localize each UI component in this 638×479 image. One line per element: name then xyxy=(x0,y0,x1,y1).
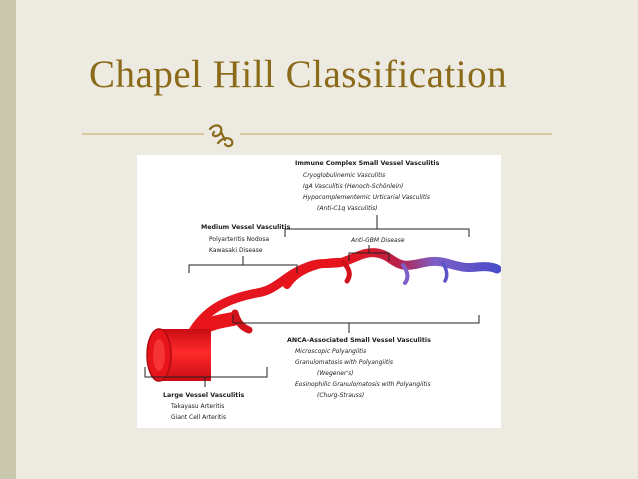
anca-bracket xyxy=(232,315,480,324)
large-vessel-item: Takayasu Arteritis xyxy=(170,403,224,410)
immune-complex-heading: Immune Complex Small Vessel Vasculitis xyxy=(295,160,440,167)
immune-complex-item: (Anti-C1q Vasculitis) xyxy=(317,205,378,212)
anti-gbm-group: Anti-GBM Disease xyxy=(348,237,405,261)
anca-heading: ANCA-Associated Small Vessel Vasculitis xyxy=(287,337,431,344)
ornament-icon xyxy=(208,124,234,148)
anca-item: Microscopic Polyangiitis xyxy=(295,348,366,355)
large-vessel-item: Giant Cell Arteritis xyxy=(171,414,226,421)
immune-complex-bracket xyxy=(284,228,470,237)
anti-gbm-label: Anti-GBM Disease xyxy=(350,237,405,244)
anca-item: (Churg-Strauss) xyxy=(317,392,364,399)
immune-complex-item: Hypocomplementemic Urticarial Vasculitis xyxy=(303,194,430,201)
medium-vessel-heading: Medium Vessel Vasculitis xyxy=(201,224,291,231)
large-artery-cylinder xyxy=(146,328,211,382)
vasculitis-diagram: Immune Complex Small Vessel Vasculitis C… xyxy=(137,155,501,428)
anca-item: Eosinophilic Granulomatosis with Polyang… xyxy=(295,381,431,388)
large-vessel-heading: Large Vessel Vasculitis xyxy=(163,392,244,399)
slide-title: Chapel Hill Classification xyxy=(89,53,508,96)
medium-vessel-bracket xyxy=(188,264,298,273)
left-decorative-band xyxy=(0,0,16,479)
immune-complex-item: Cryoglobulinemic Vasculitis xyxy=(303,172,385,179)
immune-complex-item: IgA Vasculitis (Henoch-Schönlein) xyxy=(303,183,403,190)
anca-group: ANCA-Associated Small Vessel Vasculitis … xyxy=(232,315,480,399)
title-divider xyxy=(82,124,552,148)
medium-vessel-item: Polyarteritis Nodosa xyxy=(209,236,269,243)
medium-vessel-item: Kawasaki Disease xyxy=(209,247,263,254)
large-vessel-bracket xyxy=(144,367,268,378)
large-vessel-group: Large Vessel Vasculitis Takayasu Arterit… xyxy=(144,367,268,421)
anca-item: (Wegener's) xyxy=(317,370,354,377)
anca-item: Granulomatosis with Polyangiitis xyxy=(295,359,393,366)
medium-vessel-group: Medium Vessel Vasculitis Polyarteritis N… xyxy=(188,224,298,273)
immune-complex-group: Immune Complex Small Vessel Vasculitis C… xyxy=(284,160,470,237)
